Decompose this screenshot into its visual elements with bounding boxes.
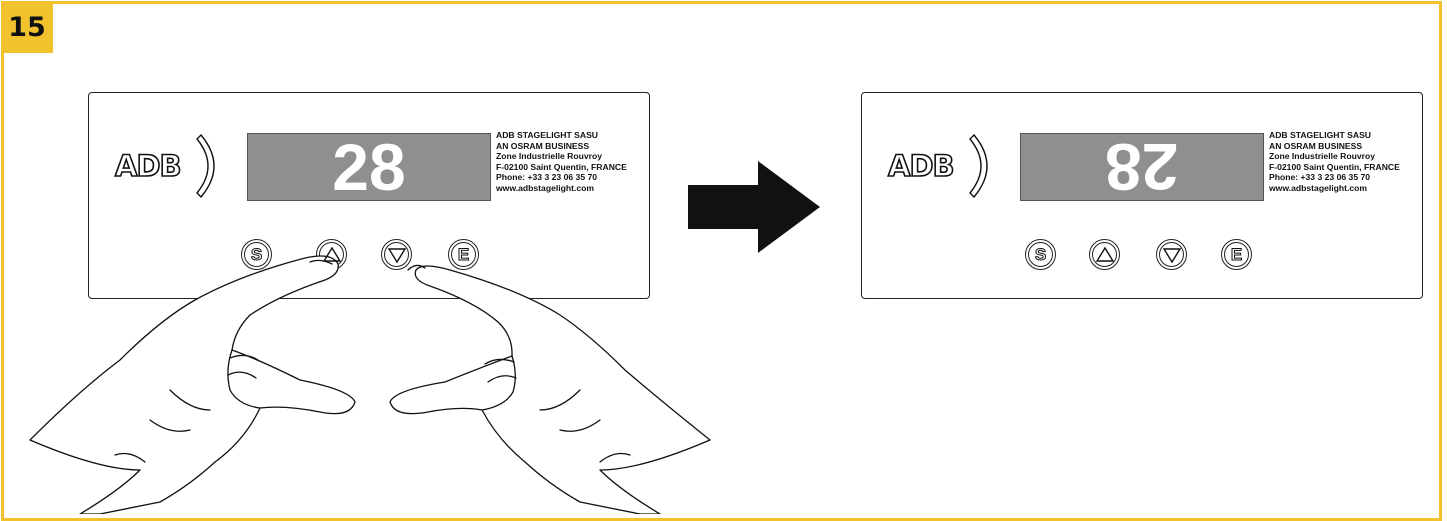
s-button-label: S <box>251 245 262 265</box>
address-line: Phone: +33 3 23 06 35 70 <box>496 172 656 183</box>
up-triangle-icon <box>1095 246 1115 264</box>
address-line: Phone: +33 3 23 06 35 70 <box>1269 172 1429 183</box>
address-line: www.adbstagelight.com <box>496 183 656 194</box>
s-button[interactable]: S <box>1025 239 1056 270</box>
step-number-badge: 15 <box>1 1 53 53</box>
e-button-label: E <box>458 245 469 265</box>
hands-pressing-buttons-illustration <box>20 240 720 514</box>
address-line: Zone Industrielle Rouvroy <box>496 151 656 162</box>
address-line: www.adbstagelight.com <box>1269 183 1429 194</box>
left-hand <box>30 256 355 514</box>
address-line: AN OSRAM BUSINESS <box>1269 141 1429 152</box>
adb-logo: ADB <box>115 125 225 207</box>
display-screen: 28 <box>247 133 491 201</box>
display-value: 28 <box>332 134 405 200</box>
e-button[interactable]: E <box>1221 239 1252 270</box>
logo-arc-icon <box>115 125 225 207</box>
address-line: ADB STAGELIGHT SASU <box>1269 130 1429 141</box>
up-button[interactable] <box>1089 239 1120 270</box>
logo-arc-icon <box>888 125 998 207</box>
e-button-label: E <box>1231 245 1242 265</box>
display-screen: 28 <box>1020 133 1264 201</box>
s-button-label: S <box>1035 245 1046 265</box>
right-hand <box>390 266 710 514</box>
control-panel-after: ADB 28 ADB STAGELIGHT SASU AN OSRAM BUSI… <box>861 92 1423 299</box>
address-line: Zone Industrielle Rouvroy <box>1269 151 1429 162</box>
address-line: F-02100 Saint Quentin, FRANCE <box>496 162 656 173</box>
manufacturer-address: ADB STAGELIGHT SASU AN OSRAM BUSINESS Zo… <box>496 130 656 194</box>
manufacturer-address: ADB STAGELIGHT SASU AN OSRAM BUSINESS Zo… <box>1269 130 1429 194</box>
down-triangle-icon <box>1162 246 1182 264</box>
address-line: AN OSRAM BUSINESS <box>496 141 656 152</box>
display-value-flipped: 28 <box>1105 134 1178 200</box>
up-triangle-icon <box>322 246 342 264</box>
adb-logo: ADB <box>888 125 998 207</box>
address-line: F-02100 Saint Quentin, FRANCE <box>1269 162 1429 173</box>
address-line: ADB STAGELIGHT SASU <box>496 130 656 141</box>
down-triangle-icon <box>387 246 407 264</box>
down-button[interactable] <box>1156 239 1187 270</box>
